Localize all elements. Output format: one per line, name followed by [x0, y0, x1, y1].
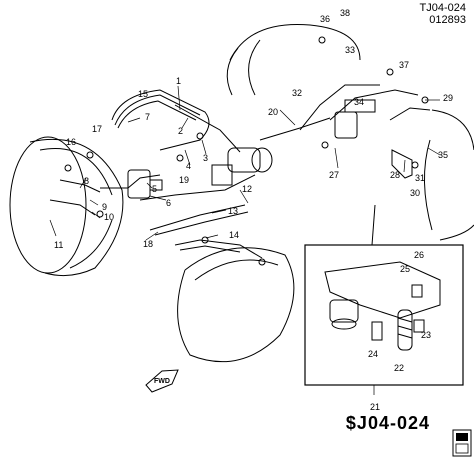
callout-32: 32: [292, 88, 302, 98]
callout-31: 31: [415, 173, 425, 183]
detail-inset: [304, 204, 464, 386]
callout-2: 2: [178, 126, 183, 136]
callout-20: 20: [268, 107, 278, 117]
callout-11: 11: [54, 240, 63, 250]
callout-24: 24: [368, 349, 378, 359]
callout-34: 34: [354, 97, 364, 107]
callout-1: 1: [176, 76, 181, 86]
leader-lines: [49, 85, 441, 395]
callout-5: 5: [152, 184, 157, 194]
fasteners: [64, 36, 429, 266]
callout-33: 33: [345, 45, 355, 55]
callout-16: 16: [66, 137, 76, 147]
callout-28: 28: [390, 170, 400, 180]
callout-8: 8: [84, 176, 89, 186]
corner-stamp-icon: [452, 429, 472, 457]
left-front-tire: [9, 136, 124, 277]
callout-18: 18: [143, 239, 153, 249]
callout-25: 25: [400, 264, 410, 274]
mounting-bracket: [391, 149, 413, 179]
callout-12: 12: [242, 184, 252, 194]
proportioning-valve: [127, 169, 163, 199]
callout-29: 29: [443, 93, 453, 103]
callout-3: 3: [203, 153, 208, 163]
callout-17: 17: [92, 124, 102, 134]
callout-21: 21: [370, 402, 380, 412]
callout-13: 13: [228, 206, 238, 216]
callout-36: 36: [320, 14, 330, 24]
callout-22: 22: [394, 363, 404, 373]
callout-19: 19: [179, 175, 189, 185]
callout-6: 6: [166, 198, 171, 208]
diagram-number: 012893: [429, 14, 466, 26]
callout-30: 30: [410, 188, 420, 198]
forward-arrow: FWD: [145, 369, 179, 393]
far-right-tire: [424, 109, 474, 241]
rear-axle-valve: [334, 99, 376, 139]
callout-38: 38: [340, 8, 350, 18]
callout-4: 4: [186, 161, 191, 171]
footer-diagram-code: $J04-024: [345, 413, 430, 433]
callout-37: 37: [399, 60, 409, 70]
diagram-code: TJ04-024: [419, 2, 466, 14]
callout-10: 10: [104, 212, 114, 222]
callout-26: 26: [414, 250, 424, 260]
callout-27: 27: [329, 170, 339, 180]
callout-numbers: 1234567891011121314151617181920212223242…: [54, 8, 453, 412]
callout-23: 23: [421, 330, 431, 340]
callout-9: 9: [102, 202, 107, 212]
master-cylinder: [211, 147, 273, 186]
callout-35: 35: [438, 150, 448, 160]
rear-right-tire: [226, 23, 361, 96]
callout-15: 15: [138, 89, 148, 99]
rear-left-tire: [177, 247, 295, 363]
callout-14: 14: [229, 230, 239, 240]
callout-7: 7: [145, 112, 150, 122]
forward-arrow-label: FWD: [154, 378, 170, 385]
